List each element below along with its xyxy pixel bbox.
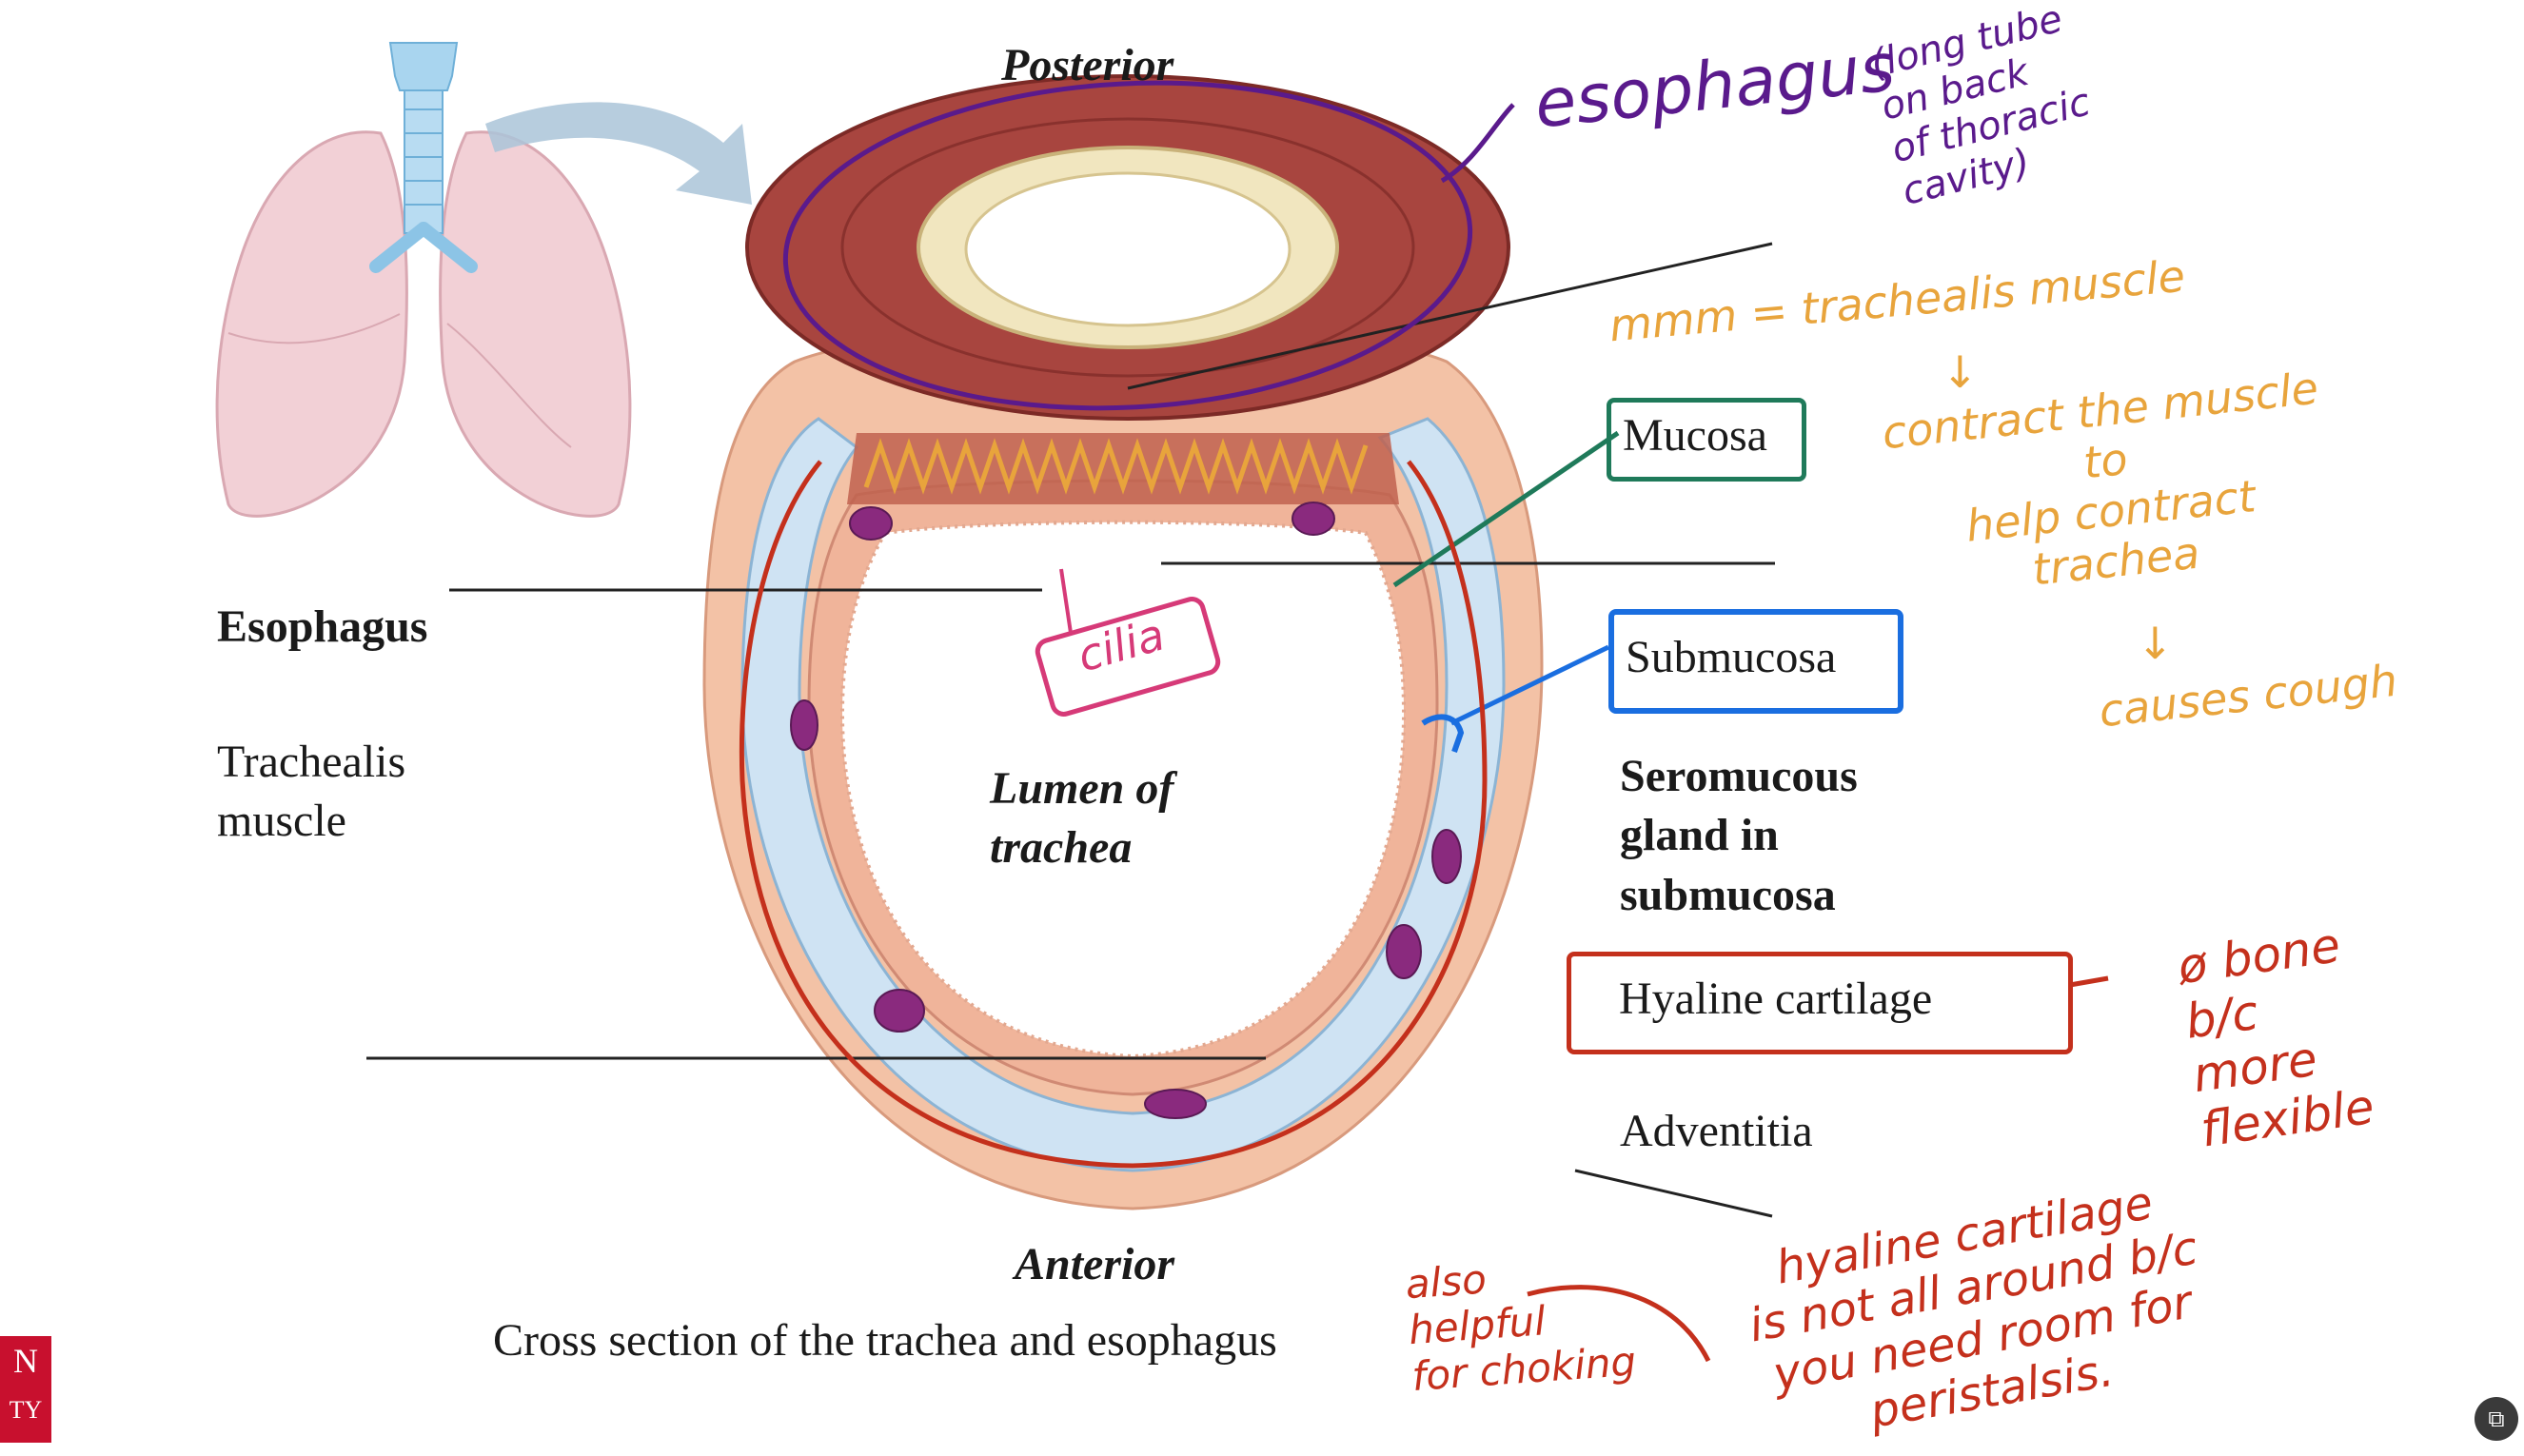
down-arrow-1: ↓ — [1942, 346, 1979, 398]
expand-icon[interactable]: ⧉ — [2475, 1397, 2518, 1441]
cilia-box — [1035, 597, 1221, 717]
logo-line-2: TY — [9, 1396, 43, 1424]
down-arrow-2: ↓ — [2137, 618, 2174, 669]
submucosa-pointer-stroke — [1449, 644, 1610, 726]
bone-handnote: ø bone b/c more flexible — [2174, 917, 2377, 1158]
seromucous-label: Seromucous gland in submucosa — [1620, 751, 1858, 920]
hyaline-label: Hyaline cartilage — [1619, 974, 1933, 1024]
lumen — [839, 520, 1407, 1059]
lumen-label: Lumen of trachea — [990, 763, 1174, 874]
submucosa-label: Submucosa — [1626, 632, 1837, 682]
seromucous-glands — [790, 502, 1462, 1119]
posterior-label: Posterior — [1001, 40, 1174, 90]
mucosa-label: Mucosa — [1623, 410, 1767, 461]
mucosa-box: Mucosa — [1607, 398, 1806, 482]
esophagus-label: Esophagus — [217, 601, 428, 652]
trachea-icon — [369, 42, 478, 273]
logo-line-1: N — [13, 1342, 38, 1380]
university-logo: N TY — [0, 1336, 51, 1443]
anterior-label: Anterior — [1015, 1239, 1175, 1289]
esophagus-pointer-stroke — [1440, 103, 1515, 184]
figure-caption: Cross section of the trachea and esophag… — [493, 1315, 1277, 1366]
trachealis-label: Trachealis muscle — [217, 737, 406, 847]
mucosa-pointer-stroke — [1392, 430, 1620, 588]
hyaline-box: Hyaline cartilage — [1567, 952, 2073, 1054]
choking-pointer-stroke — [1527, 1285, 1711, 1363]
esophagus-lumen — [964, 171, 1292, 327]
lungs-icon — [215, 130, 632, 518]
trachealis-zigzag — [863, 438, 1369, 495]
trachealis-muscle-band — [847, 433, 1399, 504]
pointer-arrow-icon — [485, 102, 752, 205]
leader-lines — [366, 242, 1775, 1218]
cartilage-trace-stroke — [739, 460, 1488, 1169]
submucosa-box: Submucosa — [1608, 609, 1903, 714]
adventitia-label: Adventitia — [1620, 1106, 1813, 1156]
esophagus-outline-stroke — [782, 80, 1473, 411]
cilia-pointer-stroke — [1059, 568, 1073, 634]
choking-handnote: also helpful for choking — [1404, 1255, 1638, 1400]
